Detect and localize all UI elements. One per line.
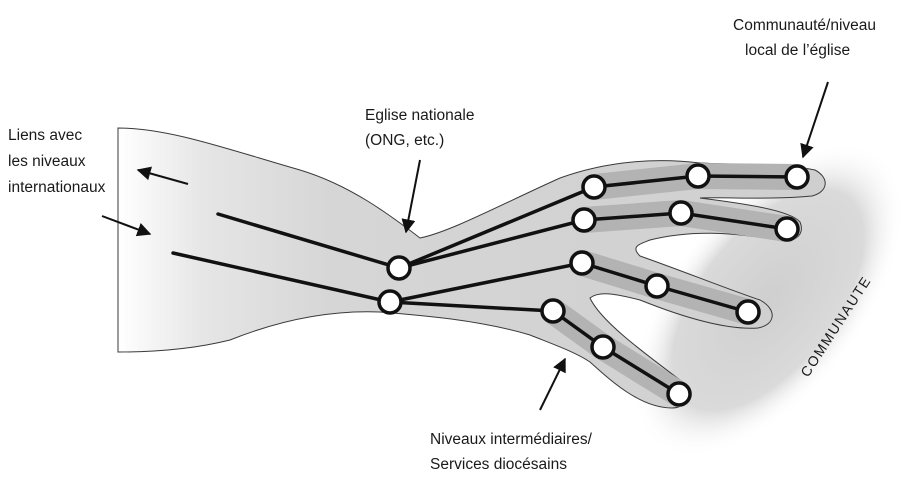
node [542,300,564,322]
node [786,166,808,188]
node [737,301,759,323]
label-national-line1: Eglise nationale [365,107,474,124]
node [668,383,690,405]
label-international-line2: les niveaux [8,153,86,170]
node [592,336,614,358]
node [776,218,798,240]
label-intermediate-line1: Niveaux intermédiaires/ [430,431,593,448]
label-international-line1: Liens avec [8,127,82,144]
label-intermediate-line2: Services diocésains [430,456,567,473]
arrow-national [406,160,420,232]
label-national-line2: (ONG, etc.) [365,132,444,149]
node-national-lower [379,291,401,313]
node [670,202,692,224]
label-international-line3: internationaux [8,179,106,196]
node [573,209,595,231]
node [583,176,605,198]
node [571,252,593,274]
node [646,275,668,297]
label-community-line2: local de l’église [745,42,850,59]
node [687,165,709,187]
label-community-line1: Communauté/niveau [733,17,876,34]
node-national-upper [388,257,410,279]
arrow-intermediate [540,359,565,410]
